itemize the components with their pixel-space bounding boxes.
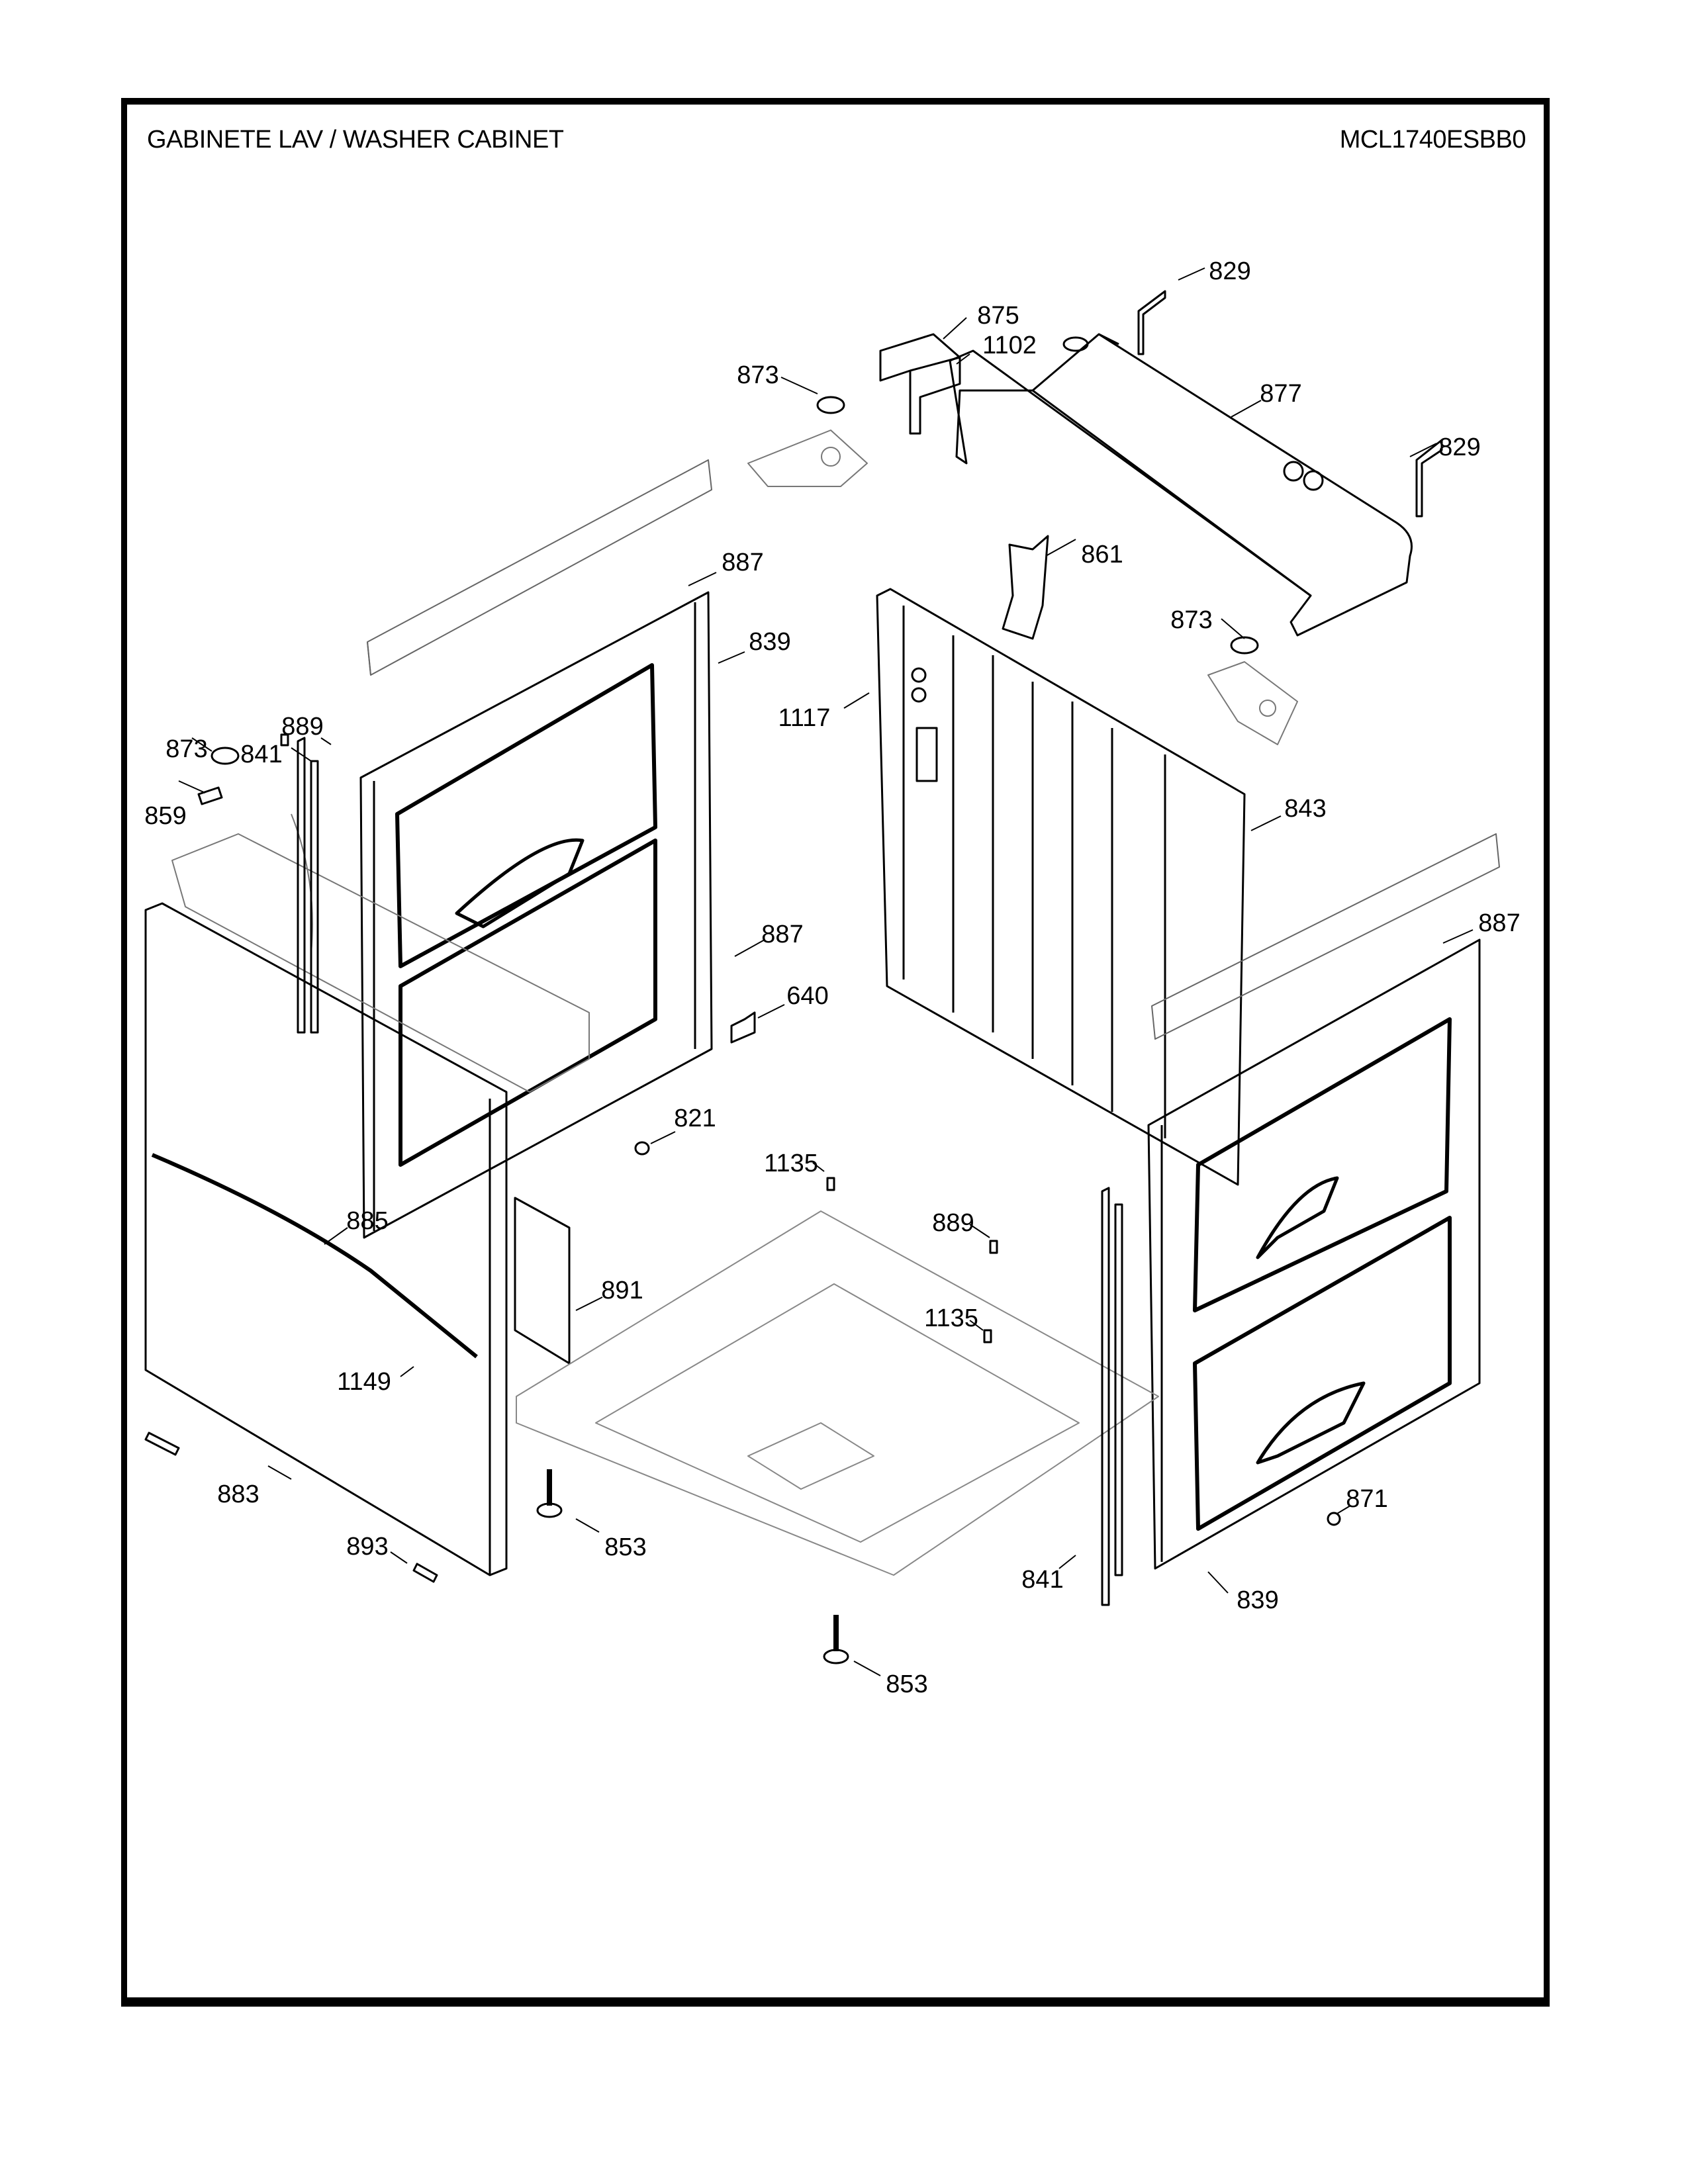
model-number: MCL1740ESBB0 xyxy=(1339,126,1526,154)
bracket-829-right xyxy=(1415,439,1443,518)
callout-839-left: 839 xyxy=(749,628,791,656)
callout-841-right: 841 xyxy=(1021,1566,1064,1594)
base-frame xyxy=(516,1210,1159,1576)
callout-887-right: 887 xyxy=(1478,909,1521,937)
callout-843: 843 xyxy=(1284,795,1327,823)
corner-plate-right xyxy=(1207,661,1298,745)
clip-889-left xyxy=(280,733,289,747)
callout-1117: 1117 xyxy=(778,704,831,732)
callout-873-mid: 873 xyxy=(1170,606,1213,634)
callout-859: 859 xyxy=(144,802,187,830)
callout-887-mid: 887 xyxy=(761,921,804,948)
bracket-829-top xyxy=(1137,290,1166,355)
clip-bottom-left xyxy=(144,1432,180,1456)
bushing-871 xyxy=(1327,1512,1341,1526)
callout-887-top: 887 xyxy=(722,549,764,576)
front-panel-883 xyxy=(144,902,508,1576)
diagram-frame xyxy=(121,98,1550,2007)
callout-889-left: 889 xyxy=(281,713,324,741)
callout-640: 640 xyxy=(786,982,829,1010)
rail-right-top xyxy=(1151,833,1500,1040)
callout-861: 861 xyxy=(1081,541,1123,569)
insulation-891 xyxy=(514,1197,571,1365)
callout-875: 875 xyxy=(977,302,1019,330)
leg-853-bottom xyxy=(823,1615,849,1664)
callout-893: 893 xyxy=(346,1533,389,1561)
rail-left-top xyxy=(367,459,712,676)
callout-829-top: 829 xyxy=(1209,257,1251,285)
strip-841-left xyxy=(297,737,319,1034)
callout-853-left: 853 xyxy=(604,1533,647,1561)
callout-891: 891 xyxy=(601,1277,643,1304)
back-panel-843 xyxy=(876,588,1246,1186)
callout-1135-top: 1135 xyxy=(764,1150,818,1177)
callout-839-right: 839 xyxy=(1237,1586,1279,1614)
side-panel-839-right xyxy=(1147,938,1481,1570)
clip-859 xyxy=(197,786,223,805)
grommet-873-mid xyxy=(1230,636,1259,655)
clip-1135-bottom xyxy=(983,1329,992,1343)
bracket-875 xyxy=(879,333,961,435)
grommet-873-top xyxy=(816,396,845,414)
clip-893 xyxy=(412,1563,438,1583)
leader-lines xyxy=(178,267,1474,1676)
grommet-873-left xyxy=(211,747,240,765)
top-cover-877 xyxy=(949,333,1413,637)
corner-plate-top xyxy=(747,430,868,487)
callout-871: 871 xyxy=(1346,1485,1388,1513)
callout-829-right: 829 xyxy=(1438,433,1481,461)
callout-841-left: 841 xyxy=(240,741,283,768)
callout-885: 885 xyxy=(346,1207,389,1235)
callout-873-top: 873 xyxy=(737,361,779,389)
duct-861 xyxy=(1002,535,1049,640)
clip-1135-top xyxy=(826,1177,835,1191)
diagram-title: GABINETE LAV / WASHER CABINET xyxy=(147,126,564,154)
strip-841-right xyxy=(1101,1187,1123,1606)
front-top-frame xyxy=(171,813,590,1093)
callout-873-left: 873 xyxy=(165,735,208,763)
callout-889-right: 889 xyxy=(932,1209,974,1237)
side-panel-839-left xyxy=(359,591,713,1239)
leg-853-left xyxy=(536,1469,563,1518)
callout-1149: 1149 xyxy=(337,1368,391,1396)
bushing-821 xyxy=(634,1141,650,1156)
callout-1135-bottom: 1135 xyxy=(924,1304,978,1332)
callout-1102: 1102 xyxy=(982,332,1037,359)
callout-877: 877 xyxy=(1260,380,1302,408)
clip-889-right xyxy=(989,1240,998,1254)
callout-883: 883 xyxy=(217,1480,259,1508)
callout-853-bottom: 853 xyxy=(886,1670,928,1698)
callout-821: 821 xyxy=(674,1105,716,1132)
bracket-640 xyxy=(730,1011,756,1044)
